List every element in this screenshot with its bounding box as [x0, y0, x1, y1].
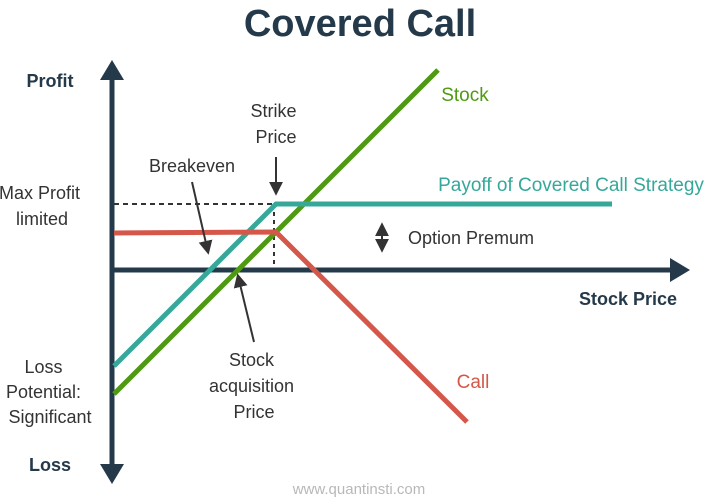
watermark: www.quantinsti.com	[292, 481, 426, 498]
y-axis-arrow-up	[100, 60, 124, 80]
y-axis-arrow-down	[100, 464, 124, 484]
loss-potential-label: Loss Potential: Significant	[6, 357, 92, 427]
strike-price-label: Strike Price	[250, 101, 301, 147]
diagram-title: Covered Call	[244, 3, 476, 45]
option-premium-label: Option Premum	[408, 228, 534, 248]
x-axis	[112, 258, 690, 282]
call-line	[113, 229, 469, 424]
breakeven-label: Breakeven	[149, 156, 235, 176]
y-axis-bottom-label: Loss	[29, 455, 71, 475]
x-axis-label: Stock Price	[579, 289, 677, 309]
y-axis	[100, 60, 124, 484]
stock-series-label: Stock	[441, 85, 489, 106]
payoff-series-label: Payoff of Covered Call Strategy	[438, 175, 704, 196]
breakeven-arrow	[191, 181, 213, 255]
stock-acquisition-arrow	[233, 273, 255, 343]
call-series-label: Call	[457, 372, 490, 393]
y-axis-top-label: Profit	[27, 71, 74, 91]
payoff-line	[112, 201, 612, 368]
stock-acquisition-label: Stock acquisition Price	[209, 350, 299, 422]
x-axis-arrow	[670, 258, 690, 282]
max-profit-label: Max Profit limited	[0, 183, 85, 229]
